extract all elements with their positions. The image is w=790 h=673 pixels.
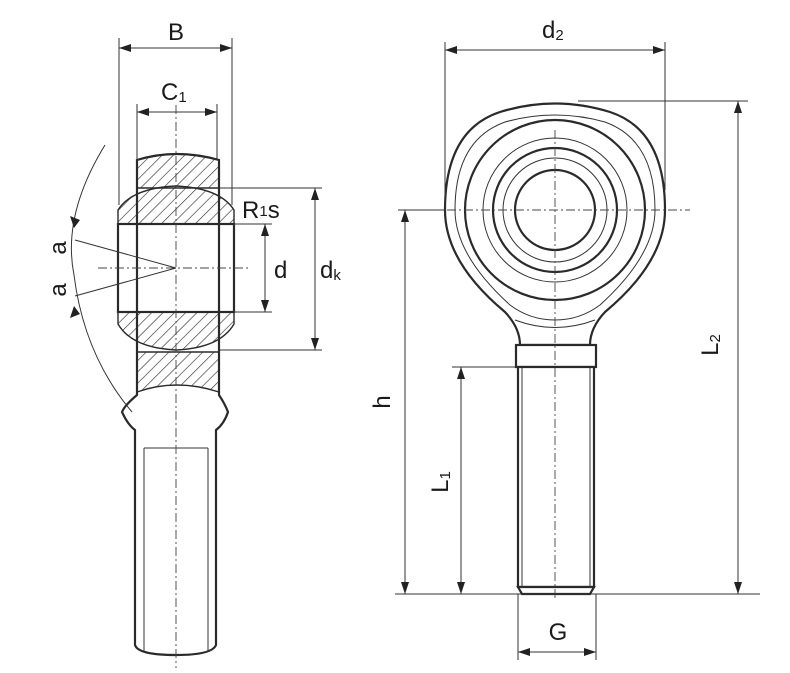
tilt-line-upper [74,239,177,269]
shank-chamfer [516,585,596,596]
dim-d2-arrow-left [445,46,457,54]
shank-collar [514,343,598,369]
label-d: d [274,257,287,284]
eye-neck-lens [514,319,596,328]
label-dk: dk [320,257,341,284]
housing-hatch-bottom [136,351,220,393]
side-view-section: B C1 R1s a a d dk [45,19,341,668]
dim-G-arrow-right [584,648,596,656]
dim-L1-arrow-bottom [457,582,465,594]
label-G: G [549,619,568,646]
housing-outline [120,152,230,657]
label-L1: L1 [427,471,454,493]
front-view: d2 h L1 L2 G [369,17,760,660]
eye-inner-outline [454,114,656,321]
dim-L2-arrow-top [734,101,742,113]
housing-hatch-top [136,153,220,189]
label-a-upper: a [45,241,72,255]
label-B: B [168,19,184,46]
tilt-arc [70,144,133,413]
dim-dk-arrow-bottom [311,338,319,350]
label-L2: L2 [697,334,724,356]
dim-h-arrow-bottom [401,582,409,594]
dim-d-arrow-top [261,224,269,236]
shank-thread [516,365,596,589]
label-R1s: R1s [242,197,280,224]
dim-B-arrow-left [119,44,131,52]
label-h: h [369,395,396,408]
dim-L1-arrow-top [457,367,465,379]
tilt-line-lower [74,267,177,297]
dim-d-arrow-bottom [261,300,269,312]
label-C1: C1 [161,79,187,106]
dim-G-arrow-left [518,648,530,656]
label-a-lower: a [45,283,72,297]
dim-C1-arrow-right [205,108,217,116]
dim-dk-arrow-top [311,188,319,200]
tilt-arrow-upper [70,216,80,228]
dim-B-arrow-right [220,44,232,52]
dim-d2-arrow-right [653,46,665,54]
label-d2: d2 [542,17,564,44]
tilt-arrow-lower [70,306,80,318]
dim-C1-arrow-left [137,108,149,116]
dim-h-arrow-top [401,210,409,222]
dim-L2-arrow-bottom [734,582,742,594]
